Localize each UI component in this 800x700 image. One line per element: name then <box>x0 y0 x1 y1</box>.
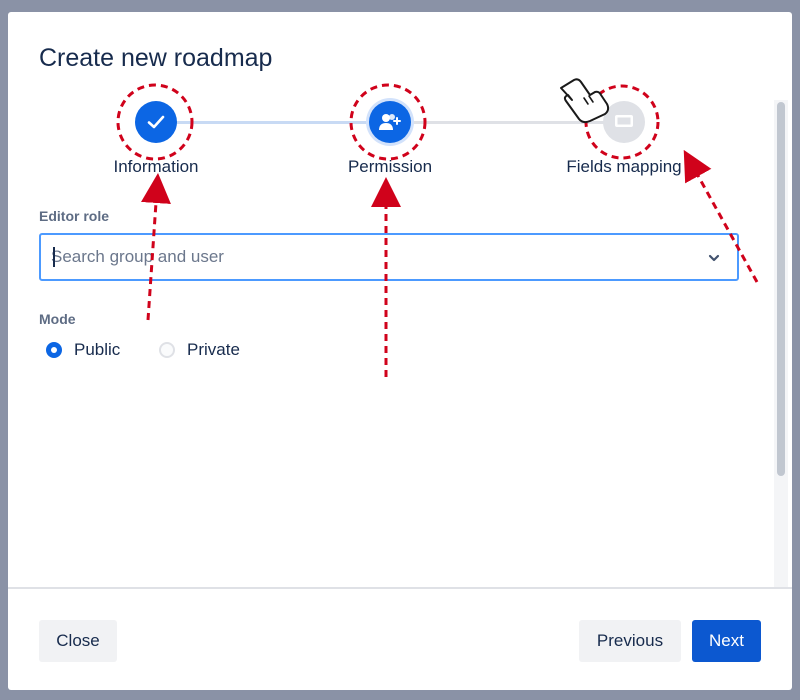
editor-role-select[interactable] <box>39 233 739 281</box>
radio-label-public: Public <box>74 340 121 359</box>
text-cursor <box>53 247 55 267</box>
radio-label-private: Private <box>187 340 240 359</box>
step-information[interactable]: Information <box>66 101 246 177</box>
step-permission[interactable]: Permission <box>300 101 480 177</box>
add-user-icon <box>369 101 411 143</box>
radio-option-public[interactable]: Public <box>46 340 120 360</box>
step-label-information: Information <box>113 157 199 176</box>
highlight-circle-permission <box>349 83 427 161</box>
annotation-arrow-information <box>141 173 171 321</box>
highlight-circle-information <box>116 83 194 161</box>
next-button[interactable]: Next <box>692 620 761 662</box>
previous-button[interactable]: Previous <box>579 620 681 662</box>
scrollbar-thumb[interactable] <box>777 102 785 476</box>
radio-private[interactable] <box>159 342 175 358</box>
radio-option-private[interactable]: Private <box>159 340 240 360</box>
editor-role-label: Editor role <box>39 208 110 224</box>
scrollbar[interactable] <box>774 100 788 588</box>
mode-label: Mode <box>39 311 76 327</box>
checkmark-icon <box>135 101 177 143</box>
chevron-down-icon[interactable] <box>707 251 721 265</box>
step-label-fields-mapping: Fields mapping <box>566 157 682 176</box>
create-roadmap-dialog: Create new roadmap Information Permissio… <box>8 12 792 690</box>
monitor-icon <box>603 101 645 143</box>
annotation-arrow-fields-mapping <box>683 149 759 283</box>
step-connector-pending <box>390 121 624 124</box>
step-fields-mapping[interactable]: Fields mapping <box>534 101 714 177</box>
dialog-title: Create new roadmap <box>39 44 273 72</box>
radio-public[interactable] <box>46 342 62 358</box>
close-button[interactable]: Close <box>39 620 117 662</box>
step-label-permission: Permission <box>347 157 433 176</box>
dialog-footer: Close Previous Next <box>8 587 792 690</box>
step-connector-completed <box>156 121 390 124</box>
